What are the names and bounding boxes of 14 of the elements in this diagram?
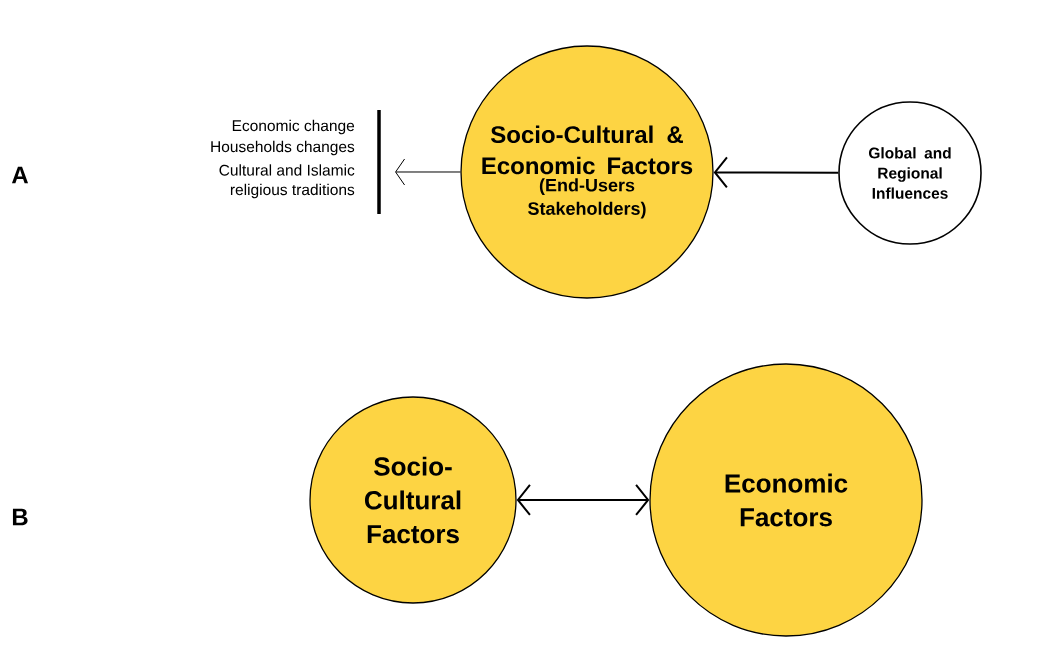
arrow [713,156,840,189]
circle-node: Global and Regional Influences [838,101,982,245]
circle-node: Socio-Cultural Factors [309,396,517,604]
note-text: Economic change [232,119,355,135]
arrow [516,484,650,516]
note-text: Cultural and Islamic [219,164,355,176]
circle-node: Economic Factors [649,363,923,637]
note-text: religious traditions [230,183,355,199]
section-letter: A [11,166,29,184]
section-letter: B [12,508,28,526]
arrow [395,158,461,186]
note-text: Households changes [211,140,355,156]
circle-node: Socio-Cultural & Economic Factors (End-Users Stakeholders) [460,45,714,299]
bar [377,110,381,214]
